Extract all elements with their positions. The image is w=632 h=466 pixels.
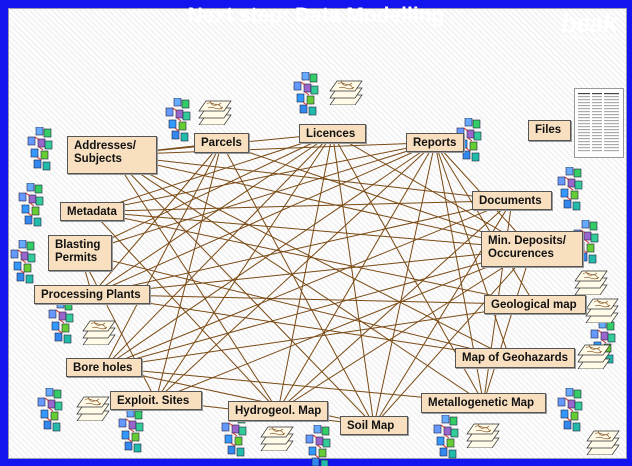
node-geohazards: Map of Geohazards	[455, 348, 576, 368]
edge-boreholes-documents	[103, 200, 513, 368]
stacked-tables-icon	[27, 127, 53, 171]
map-layers-icon	[260, 426, 294, 451]
edge-parcels-boreholes	[103, 142, 222, 368]
node-processing: Processing Plants	[34, 285, 150, 304]
edge-boreholes-metallo	[103, 367, 484, 404]
stacked-tables-icon	[165, 98, 191, 142]
edge-reports-geomap	[434, 142, 536, 305]
edge-licences-mindeposits	[332, 133, 533, 250]
edge-soil-mindeposits	[373, 248, 533, 426]
edge-reports-processing	[91, 142, 436, 295]
edge-hydro-mindeposits	[277, 248, 533, 412]
edge-addresses-hydro	[111, 154, 279, 412]
slide-title: Next step: Data Modelling	[187, 4, 445, 27]
map-layers-icon	[577, 344, 611, 369]
edge-exploit-mindeposits	[155, 248, 533, 401]
node-metadata: Metadata	[60, 202, 124, 221]
stacked-tables-icon	[305, 425, 331, 466]
edge-metadata-mindeposits	[91, 211, 533, 250]
edge-addresses-documents	[111, 154, 513, 201]
edge-reports-geohazards	[434, 142, 510, 359]
node-reports: Reports	[406, 133, 464, 152]
edge-addresses-mindeposits	[111, 154, 533, 250]
node-boreholes: Bore holes	[66, 358, 142, 377]
stacked-tables-icon	[557, 388, 583, 432]
node-licences: Licences	[299, 124, 366, 143]
edge-processing-geomap	[91, 294, 536, 305]
edge-parcels-processing	[91, 142, 222, 295]
node-addresses: Addresses/ Subjects	[67, 136, 157, 174]
edge-reports-blasting	[79, 142, 436, 254]
map-layers-icon	[585, 298, 619, 323]
edge-metadata-documents	[91, 200, 513, 212]
map-layers-icon	[76, 396, 110, 421]
map-layers-icon	[329, 80, 363, 105]
edge-addresses-soil	[111, 154, 375, 426]
company-logo: beak CONSULTANTS	[556, 8, 622, 46]
stacked-tables-icon	[10, 240, 36, 284]
edge-boreholes-mindeposits	[103, 248, 533, 368]
edge-licences-metadata	[91, 133, 333, 212]
edge-licences-soil	[332, 133, 375, 426]
map-layers-icon	[82, 320, 116, 345]
file-listing-icon	[574, 88, 624, 158]
node-soil: Soil Map	[340, 416, 408, 435]
edge-metadata-geomap	[91, 211, 536, 305]
node-parcels: Parcels	[194, 133, 249, 153]
node-documents: Documents	[472, 191, 552, 210]
edge-addresses-metallo	[111, 154, 484, 404]
node-geomap: Geological map	[484, 295, 586, 314]
edge-reports-hydro	[277, 142, 436, 412]
edge-metallo-mindeposits	[483, 248, 533, 404]
edge-blasting-geohazards	[79, 252, 510, 359]
edge-reports-metadata	[91, 142, 436, 212]
logo-subtitle: CONSULTANTS	[563, 36, 618, 42]
edge-processing-documents	[91, 200, 513, 295]
stacked-tables-icon	[557, 167, 583, 211]
map-layers-icon	[574, 270, 608, 295]
node-exploit: Exploit. Sites	[110, 391, 202, 410]
edge-boreholes-soil	[103, 367, 375, 426]
stacked-tables-icon	[118, 409, 144, 453]
stacked-tables-icon	[48, 300, 74, 344]
node-mindeposits: Min. Deposits/ Occurences	[481, 231, 583, 267]
stacked-tables-icon	[37, 388, 63, 432]
map-layers-icon	[586, 430, 620, 455]
edge-metadata-hydro	[91, 211, 279, 412]
edge-processing-mindeposits	[91, 248, 533, 295]
edge-boreholes-geomap	[103, 304, 536, 368]
node-hydro: Hydrogeol. Map	[228, 401, 329, 421]
edge-addresses-reports	[111, 142, 436, 156]
stacked-tables-icon	[433, 415, 459, 459]
map-layers-icon	[466, 423, 500, 448]
node-blasting: Blasting Permits	[48, 235, 112, 271]
edge-processing-geohazards	[91, 294, 510, 359]
stacked-tables-icon	[293, 72, 319, 116]
edge-addresses-geohazards	[111, 154, 510, 359]
edge-parcels-soil	[221, 142, 375, 426]
node-metallo: Metallogenetic Map	[421, 393, 546, 413]
edge-licences-processing	[91, 133, 333, 295]
edge-licences-blasting	[79, 133, 333, 254]
map-layers-icon	[198, 100, 232, 125]
node-files: Files	[528, 120, 571, 141]
edge-hydro-documents	[277, 200, 513, 412]
stacked-tables-icon	[18, 183, 44, 227]
edge-reports-exploit	[155, 142, 436, 401]
edge-licences-boreholes	[103, 133, 333, 368]
edge-blasting-exploit	[79, 252, 157, 401]
edge-parcels-exploit	[155, 142, 222, 401]
